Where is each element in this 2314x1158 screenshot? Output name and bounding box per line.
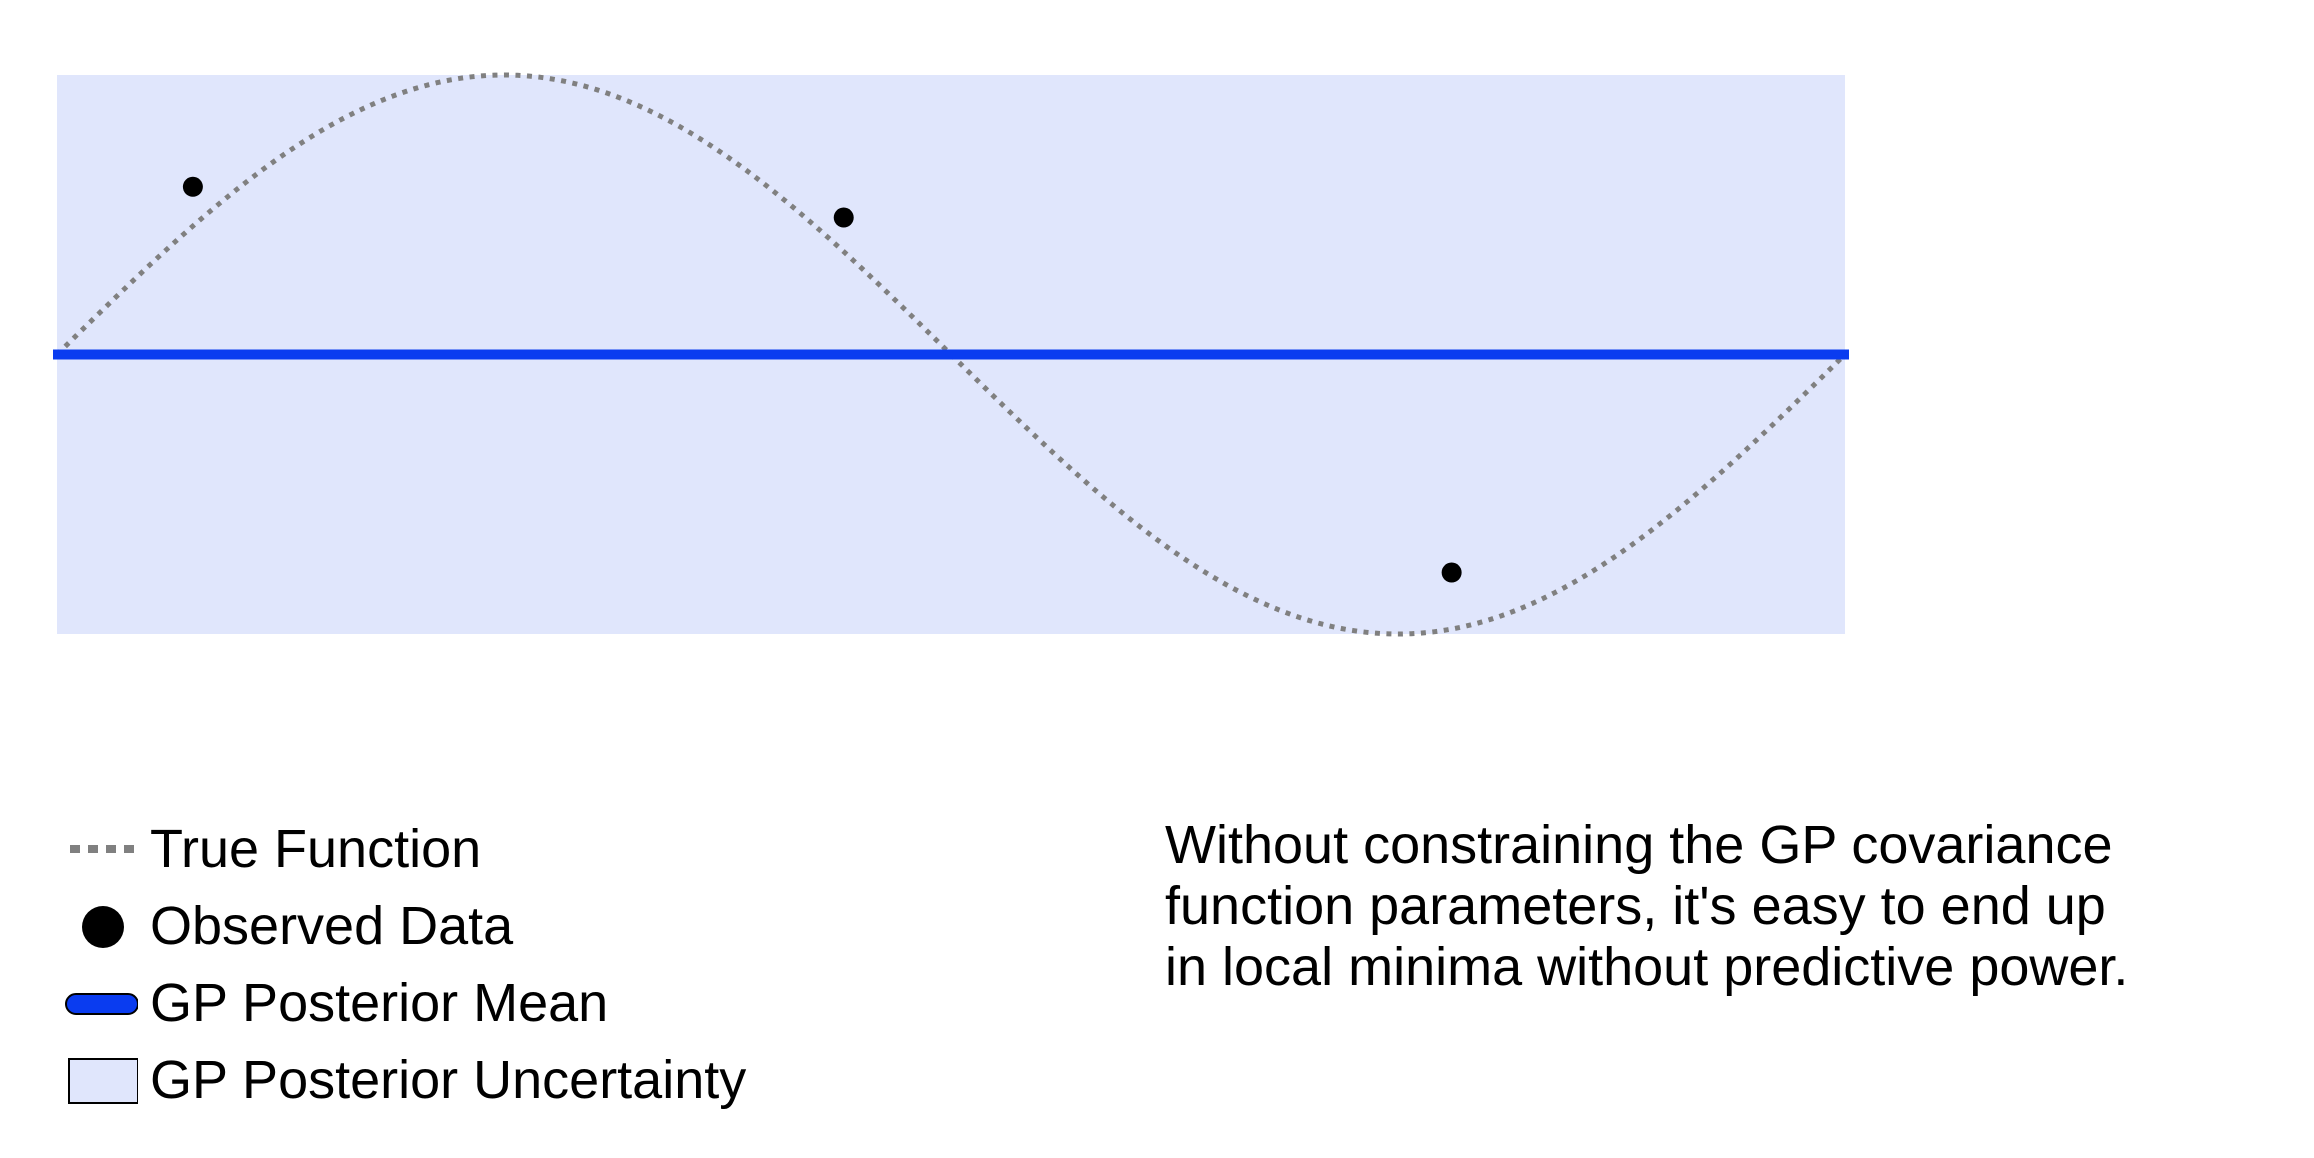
legend-item-true-function: True Function [50,810,950,888]
observed-point [182,176,203,197]
legend-item-posterior-uncertainty: GP Posterior Uncertainty [50,1041,950,1119]
line-swatch-icon [65,993,138,1015]
caption-text: Without constraining the GP covariance f… [1165,815,2285,998]
plot-area [53,72,1849,637]
legend-label-posterior-uncertainty: GP Posterior Uncertainty [150,1050,747,1110]
band-swatch-icon [68,1058,138,1104]
legend-item-observed-data: Observed Data [50,887,950,965]
legend-item-posterior-mean: GP Posterior Mean [50,964,950,1042]
legend-label-observed-data: Observed Data [150,896,514,956]
legend: True Function Observed Data GP Posterior… [50,810,950,1130]
legend-label-posterior-mean: GP Posterior Mean [150,973,609,1033]
legend-label-true-function: True Function [150,819,482,879]
observed-points [182,176,1462,583]
caption-line-2: function parameters, it's easy to end up [1165,876,2106,936]
observed-point [1441,562,1462,583]
dotted-line-swatch-icon [70,845,136,853]
caption-line-3: in local minima without predictive power… [1165,937,2129,997]
dot-swatch-icon [82,906,124,948]
caption-line-1: Without constraining the GP covariance [1165,815,2113,875]
observed-point [833,207,854,228]
